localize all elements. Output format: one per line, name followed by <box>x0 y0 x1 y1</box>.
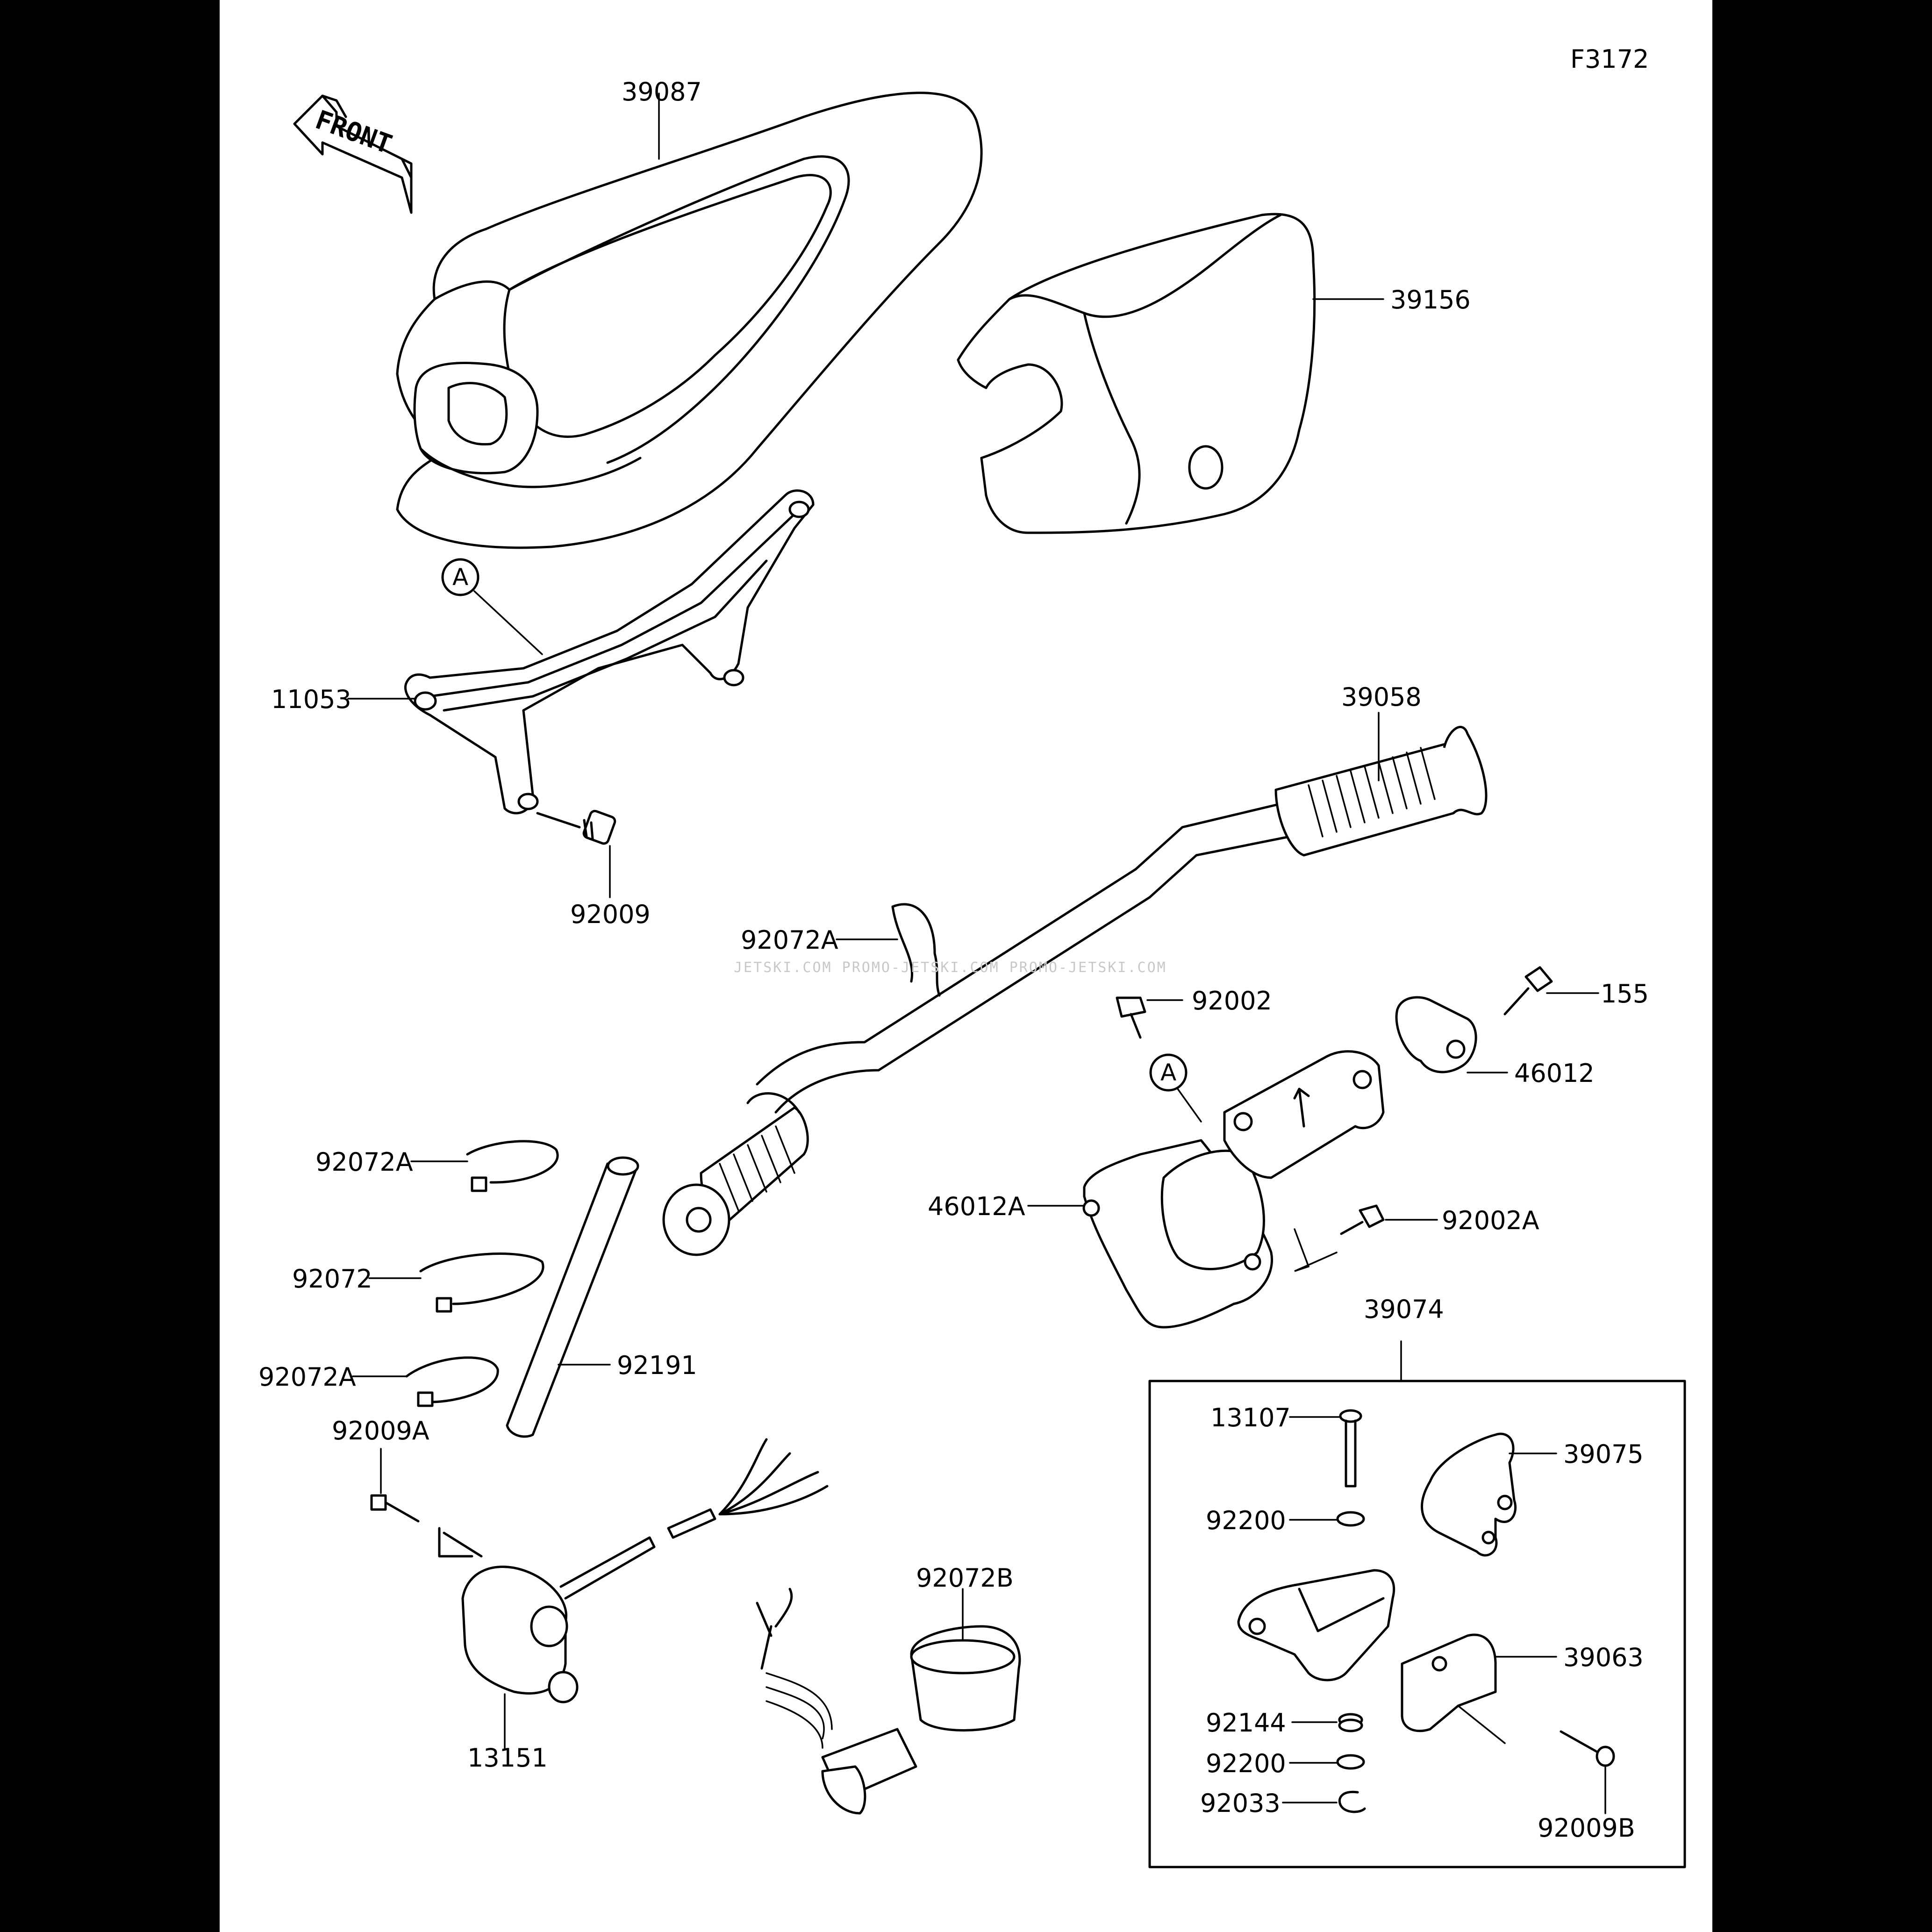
label-92002: 92002 <box>1192 986 1272 1016</box>
front-arrow: FRONT <box>293 94 413 214</box>
label-92072A-low: 92072A <box>258 1362 356 1392</box>
label-92002A: 92002A <box>1442 1206 1539 1235</box>
callout-a-top-label: A <box>452 564 468 591</box>
part-13151-switch <box>438 1438 829 1703</box>
part-46012-clamp <box>1395 996 1477 1073</box>
part-92144-spring <box>1338 1713 1363 1732</box>
label-13107: 13107 <box>1210 1403 1291 1432</box>
part-92072A-low-band <box>405 1356 499 1407</box>
label-46012A: 46012A <box>928 1192 1025 1221</box>
part-39156-cover <box>957 213 1316 534</box>
part-92009B-screw <box>1560 1730 1615 1767</box>
label-92072A-top: 92072A <box>741 925 838 955</box>
label-92033: 92033 <box>1200 1789 1281 1818</box>
part-92033-clip <box>1338 1790 1366 1813</box>
label-39058: 39058 <box>1341 682 1422 712</box>
label-92009: 92009 <box>570 900 651 929</box>
label-92191: 92191 <box>617 1351 697 1380</box>
label-39156: 39156 <box>1390 285 1471 315</box>
label-155: 155 <box>1601 979 1649 1009</box>
part-13107-pin <box>1339 1409 1362 1488</box>
assembly-39074-box <box>1148 1380 1686 1868</box>
part-92072A-mid-band <box>466 1140 559 1192</box>
part-92200-washer-b <box>1336 1754 1365 1770</box>
label-92200-b: 92200 <box>1206 1749 1286 1778</box>
label-92009B: 92009B <box>1538 1813 1635 1843</box>
part-39075-lever <box>1421 1432 1517 1557</box>
watermark: JETSKI.COM PROMO-JETSKI.COM PROMO-JETSKI… <box>734 959 1167 976</box>
part-92072-band <box>419 1252 544 1313</box>
part-39074-bracket-body <box>1237 1569 1395 1682</box>
part-39063-clamp <box>1401 1633 1506 1744</box>
part-46012A-column <box>1082 1050 1385 1329</box>
part-11053-bracket <box>404 489 815 815</box>
callout-a-lower <box>1149 1053 1188 1092</box>
label-92200-a: 92200 <box>1206 1506 1286 1535</box>
label-92144: 92144 <box>1206 1708 1286 1738</box>
part-39087-cover <box>396 92 983 549</box>
label-39087: 39087 <box>622 77 702 107</box>
label-46012: 46012 <box>1514 1059 1595 1088</box>
part-92200-washer-a <box>1336 1511 1365 1527</box>
part-92191-hose <box>506 1156 639 1438</box>
leader-callout-a-top <box>473 590 543 655</box>
label-92072A-mid: 92072A <box>315 1147 413 1177</box>
part-92072A-top-band <box>891 903 941 997</box>
label-92072: 92072 <box>292 1264 372 1294</box>
part-92002A-bolt <box>1294 1204 1385 1272</box>
part-92009-bolt <box>536 809 616 845</box>
part-155-bolt <box>1503 966 1553 1016</box>
part-92072B-clamp <box>756 1588 1021 1815</box>
callout-a-top <box>441 558 479 596</box>
label-39063: 39063 <box>1563 1643 1644 1672</box>
part-39058-handlebar <box>662 726 1488 1256</box>
callout-a-lower-label: A <box>1160 1059 1176 1086</box>
label-39075: 39075 <box>1563 1439 1644 1469</box>
label-11053: 11053 <box>271 685 351 714</box>
label-92009A: 92009A <box>332 1416 429 1445</box>
part-92002-screw <box>1116 996 1146 1039</box>
label-92072B: 92072B <box>916 1563 1014 1593</box>
figure-id: F3172 <box>1570 44 1649 74</box>
leader-callout-a-lower <box>1177 1088 1202 1123</box>
label-13151: 13151 <box>467 1743 548 1773</box>
part-92009A-screw <box>370 1494 420 1523</box>
label-39074: 39074 <box>1364 1295 1444 1324</box>
